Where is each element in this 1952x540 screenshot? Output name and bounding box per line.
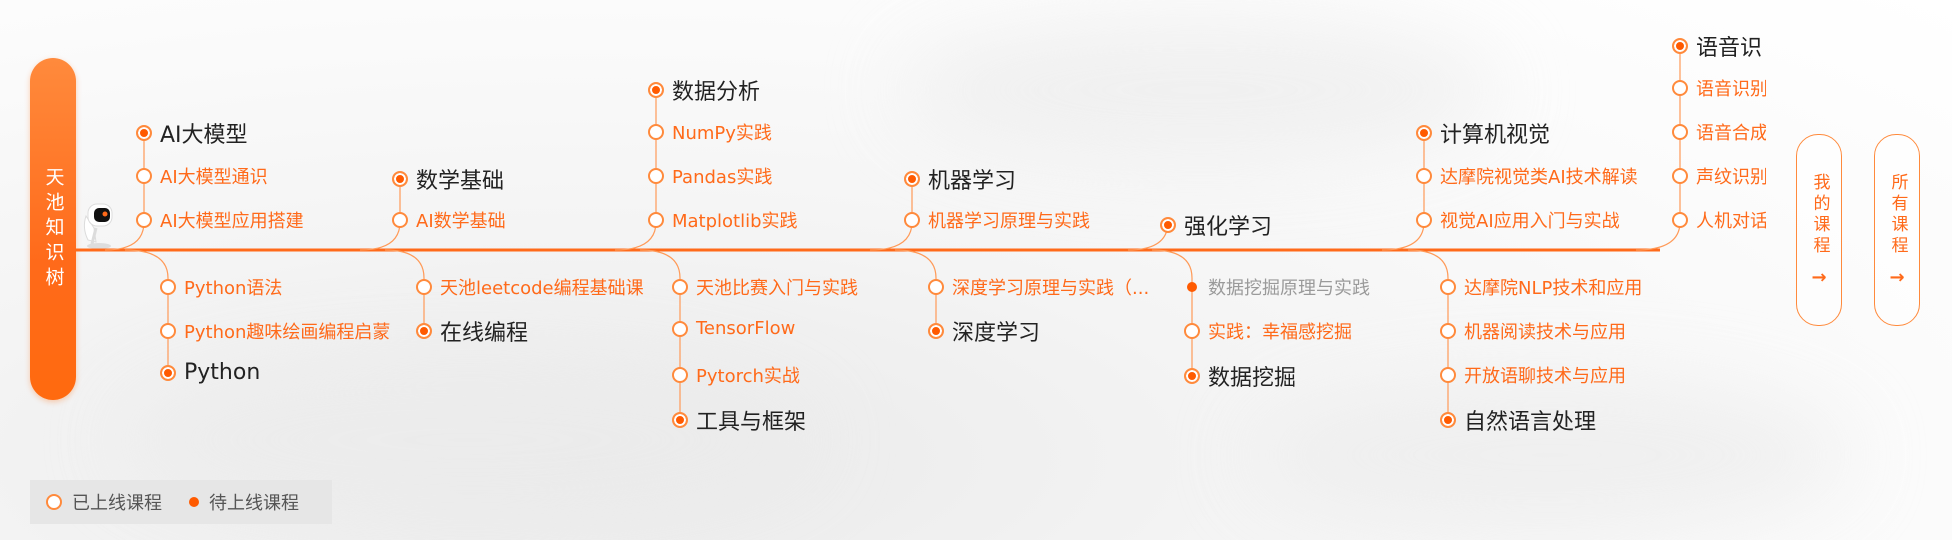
course-ml-principles[interactable]: 机器学习原理与实践: [904, 207, 1090, 233]
category-dot: [416, 323, 432, 339]
category-dot: [1416, 125, 1432, 141]
course-dot: [904, 212, 920, 228]
course-tianchi-competition[interactable]: 天池比赛入门与实践: [672, 274, 858, 300]
course-leetcode[interactable]: 天池leetcode编程基础课: [416, 274, 644, 300]
course-dot: [648, 168, 664, 184]
legend-pending: 待上线课程: [186, 489, 299, 515]
course-matplotlib[interactable]: Matplotlib实践: [648, 207, 798, 233]
pending-dot: [1187, 282, 1197, 292]
course-speech-recognition[interactable]: 语音识别: [1672, 75, 1766, 101]
category-dot: [928, 323, 944, 339]
branch-python: [124, 249, 169, 370]
course-dot: [46, 494, 62, 510]
course-dot: [416, 279, 432, 295]
course-pytorch[interactable]: Pytorch实战: [672, 362, 800, 388]
category-dot: [136, 125, 152, 141]
arrow-right-icon: →: [1811, 266, 1827, 288]
legend-online: 已上线课程: [46, 489, 162, 515]
course-python-drawing[interactable]: Python趣味绘画编程启蒙: [160, 318, 390, 344]
category-nlp[interactable]: 自然语言处理: [1440, 404, 1596, 436]
category-dot: [904, 171, 920, 187]
category-dl[interactable]: 深度学习: [928, 315, 1040, 347]
course-dot: [1440, 279, 1456, 295]
course-dot: [1672, 80, 1688, 96]
course-dot: [1440, 323, 1456, 339]
legend: 已上线课程 待上线课程: [30, 480, 332, 524]
category-ml[interactable]: 机器学习: [904, 163, 1016, 195]
category-dot: [648, 82, 664, 98]
course-numpy[interactable]: NumPy实践: [648, 119, 772, 145]
branch-dm: [1151, 249, 1193, 370]
course-dot: [160, 323, 176, 339]
branch-dl: [894, 249, 937, 326]
course-dot: [672, 320, 688, 337]
course-dot: [1416, 168, 1432, 184]
category-dot: [1440, 412, 1456, 428]
course-dot: [1416, 212, 1432, 228]
course-dot: [648, 212, 664, 228]
category-data-analysis[interactable]: 数据分析: [648, 74, 760, 106]
category-dot: [1672, 38, 1688, 54]
course-tensorflow[interactable]: TensorFlow: [672, 318, 795, 339]
pending-dot: [189, 497, 199, 507]
category-dot: [1160, 217, 1176, 233]
course-dot: [672, 367, 688, 383]
course-damo-nlp[interactable]: 达摩院NLP技术和应用: [1440, 274, 1642, 300]
category-cv[interactable]: 计算机视觉: [1416, 117, 1550, 149]
knowledge-tree-title-text: 天池知识树: [42, 166, 65, 292]
category-dot: [392, 171, 408, 187]
category-dot: [1184, 368, 1200, 384]
course-dot: [1184, 323, 1200, 339]
category-tools-frameworks[interactable]: 工具与框架: [672, 404, 806, 436]
category-speech[interactable]: 语音识: [1672, 30, 1762, 62]
course-dot: [1672, 168, 1688, 184]
course-dot: [160, 279, 176, 295]
category-dot: [672, 412, 688, 428]
course-ai-llm-app[interactable]: AI大模型应用搭建: [136, 207, 304, 233]
branch-online-coding: [384, 249, 425, 326]
branch-nlp: [1407, 249, 1449, 414]
branch-tools: [639, 249, 681, 414]
course-dot: [1672, 124, 1688, 140]
category-dot: [160, 364, 176, 381]
course-ai-math[interactable]: AI数学基础: [392, 207, 506, 233]
course-ai-llm-intro[interactable]: AI大模型通识: [136, 163, 268, 189]
course-dot: [928, 279, 944, 295]
course-machine-reading[interactable]: 机器阅读技术与应用: [1440, 318, 1626, 344]
category-data-mining[interactable]: 数据挖掘: [1184, 360, 1296, 392]
category-online-coding[interactable]: 在线编程: [416, 315, 528, 347]
course-dot: [1672, 212, 1688, 228]
course-dot: [1440, 367, 1456, 383]
course-dot: [136, 168, 152, 184]
course-voiceprint[interactable]: 声纹识别: [1672, 163, 1766, 189]
course-damo-vision[interactable]: 达摩院视觉类AI技术解读: [1416, 163, 1638, 189]
speech-branch-viewport: 语音识 语音识别 语音合成 声纹识别 人机对话: [1660, 0, 1766, 250]
course-dl-principles[interactable]: 深度学习原理与实践（...: [928, 274, 1149, 300]
course-dm-principles[interactable]: 数据挖掘原理与实践: [1184, 274, 1370, 300]
course-open-chat[interactable]: 开放语聊技术与应用: [1440, 362, 1626, 388]
my-courses-button[interactable]: 我的课程 →: [1796, 134, 1842, 326]
course-pandas[interactable]: Pandas实践: [648, 163, 772, 189]
all-courses-button[interactable]: 所有课程 →: [1874, 134, 1920, 326]
course-vision-ai-intro[interactable]: 视觉AI应用入门与实战: [1416, 207, 1620, 233]
arrow-right-icon: →: [1889, 266, 1905, 288]
course-dialog[interactable]: 人机对话: [1672, 207, 1766, 233]
category-python[interactable]: Python: [160, 360, 260, 385]
category-rl[interactable]: 强化学习: [1160, 209, 1272, 241]
course-speech-synthesis[interactable]: 语音合成: [1672, 119, 1766, 145]
course-happiness-mining[interactable]: 实践：幸福感挖掘: [1184, 318, 1352, 344]
knowledge-tree-title: 天池知识树: [30, 58, 76, 400]
category-ai-llm[interactable]: AI大模型: [136, 117, 248, 149]
course-dot: [648, 124, 664, 140]
category-math[interactable]: 数学基础: [392, 163, 504, 195]
course-dot: [672, 279, 688, 295]
course-dot: [392, 212, 408, 228]
course-python-syntax[interactable]: Python语法: [160, 274, 282, 300]
robot-mascot-icon: [83, 203, 113, 249]
course-dot: [136, 212, 152, 228]
